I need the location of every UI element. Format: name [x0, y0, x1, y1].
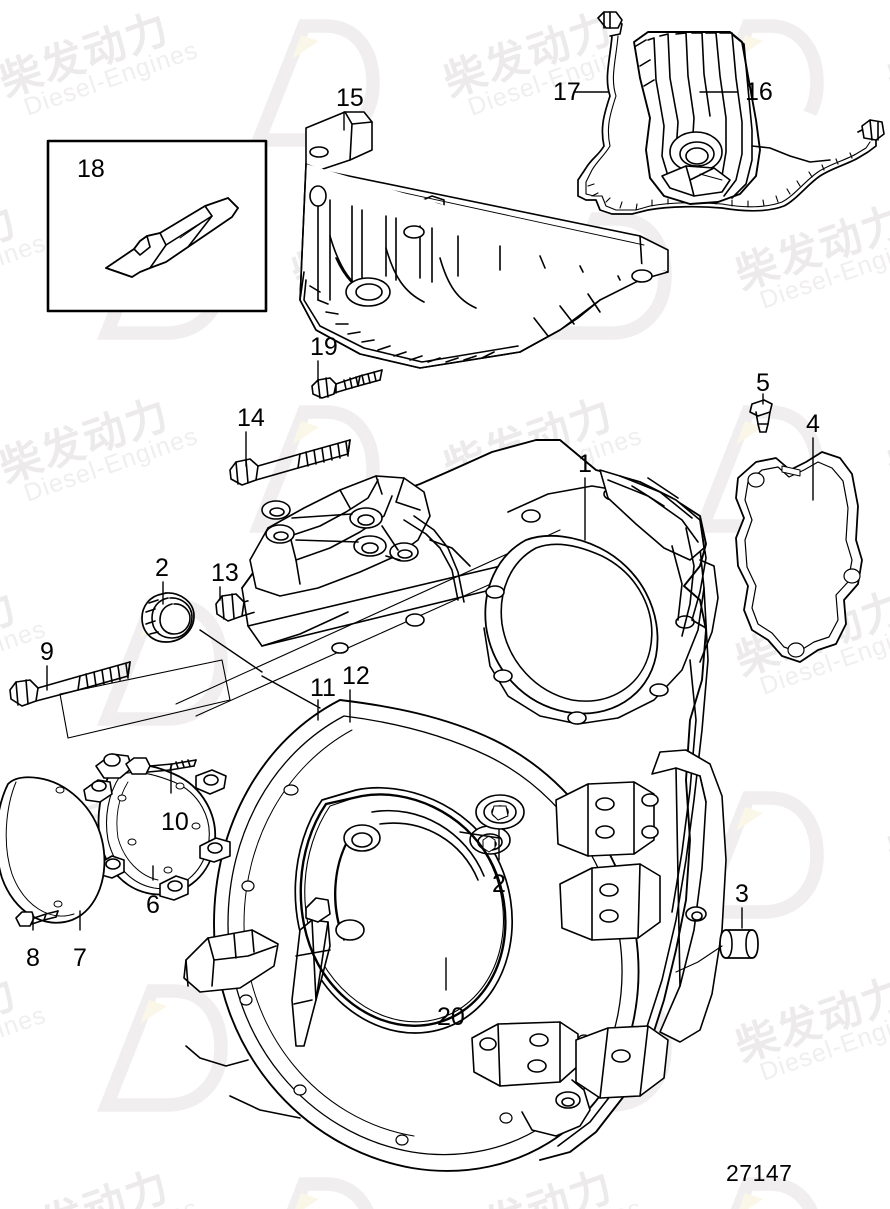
cover-plate-7 [0, 776, 106, 924]
callout-flange-screw-long: 9 [40, 638, 54, 666]
callout-oil-pump-bracket: 16 [745, 78, 773, 106]
callout-flange-screw: 12 [342, 662, 370, 690]
cover-flange-6 [83, 753, 231, 901]
screw-5 [749, 399, 773, 433]
callout-hex-screw: 13 [211, 559, 239, 587]
callout-stud: 10 [161, 808, 189, 836]
seal-ring-2 [141, 592, 195, 643]
callout-screw-sump: 19 [310, 333, 338, 361]
flywheel-housing [175, 439, 727, 1172]
callout-flywheel-housing: 1 [578, 450, 592, 478]
callout-seal-ring: 2 [155, 554, 169, 582]
gasket-4 [735, 451, 863, 663]
callout-washer: 11 [310, 674, 336, 702]
screw-sump-19 [311, 369, 383, 399]
callout-cover-plate: 7 [73, 944, 87, 972]
sleeve-3 [675, 929, 759, 973]
callout-screw: 5 [756, 369, 770, 397]
flange-screw-9 [9, 659, 231, 739]
callout-sleeve-bushing: 3 [735, 880, 749, 908]
callout-plug: 2 [492, 870, 506, 898]
callout-cover-flange: 6 [146, 891, 160, 919]
plug-2b [475, 794, 525, 830]
callout-gasket: 4 [806, 410, 820, 438]
screw-8 [15, 910, 59, 927]
callout-hex-screw-long: 14 [237, 404, 265, 432]
callout-oil-sump: 15 [336, 84, 364, 112]
callout-sealing-compound: 18 [77, 155, 105, 183]
diagram-number: 27147 [726, 1160, 793, 1186]
callout-screw-small: 8 [26, 944, 40, 972]
hex-screw-14 [229, 439, 351, 486]
callout-o-ring: 20 [437, 1003, 465, 1031]
callout-gasket-sump: 17 [553, 78, 581, 106]
